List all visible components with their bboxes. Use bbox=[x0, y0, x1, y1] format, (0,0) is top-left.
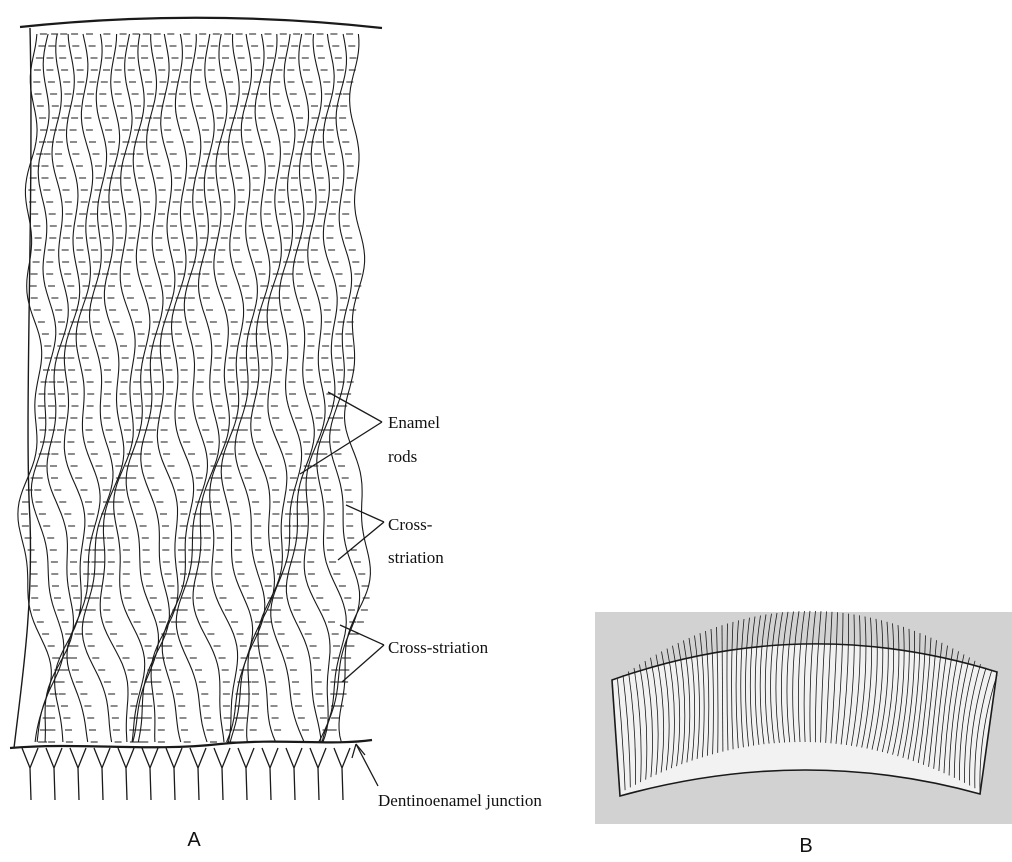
panel-b-letter: B bbox=[799, 835, 812, 857]
panel-b-photomicrograph bbox=[595, 611, 1012, 824]
enamel-rod bbox=[126, 34, 158, 742]
dentinal-tubule bbox=[166, 748, 182, 800]
enamel-rod bbox=[138, 34, 169, 742]
dentinal-tubule bbox=[142, 748, 158, 800]
enamel-rod bbox=[322, 34, 360, 742]
enamel-rod bbox=[230, 34, 265, 742]
section-left-outline bbox=[14, 28, 31, 748]
dentinoenamel-junction-line bbox=[10, 740, 372, 748]
dentinal-tubule bbox=[118, 748, 134, 800]
dentinal-tubule bbox=[262, 748, 278, 800]
rod-cross-striations bbox=[70, 34, 110, 742]
dentinal-tubules-group bbox=[22, 748, 350, 800]
enamel-rod bbox=[55, 34, 85, 742]
label-dentinoenamel-junction: Dentinoenamel junction bbox=[378, 791, 542, 810]
dentinal-tubule bbox=[214, 748, 230, 800]
enamel-rods-group bbox=[18, 34, 371, 742]
enamel-rod bbox=[45, 34, 73, 742]
enamel-surface-line bbox=[20, 18, 382, 28]
dentinal-tubule bbox=[70, 748, 86, 800]
leader-cross-striation-4 bbox=[342, 645, 384, 682]
leader-lines bbox=[300, 392, 384, 786]
dentinal-tubule bbox=[310, 748, 326, 800]
enamel-rod bbox=[304, 34, 330, 742]
label-enamel-rods-line1: Enamel bbox=[388, 413, 440, 432]
rod-cross-striations bbox=[179, 34, 217, 742]
enamel-rod bbox=[18, 34, 51, 742]
label-cross-striation-lower: Cross-striation bbox=[388, 638, 489, 657]
rod-cross-striations bbox=[58, 34, 95, 742]
label-enamel-rods-line2: rods bbox=[388, 447, 417, 466]
leader-arrowhead bbox=[352, 744, 365, 758]
dentinal-tubule bbox=[190, 748, 206, 800]
enamel-rod bbox=[193, 34, 224, 742]
enamel-rod bbox=[286, 34, 321, 742]
dentinal-tubule bbox=[286, 748, 302, 800]
panel-a-enamel-drawing bbox=[10, 18, 382, 800]
leader-dentinoenamel-junction bbox=[356, 744, 378, 786]
enamel-rod bbox=[114, 34, 145, 742]
enamel-rod bbox=[247, 34, 275, 742]
rod-cross-striations bbox=[165, 34, 203, 742]
dentinal-tubule bbox=[94, 748, 110, 800]
enamel-rod bbox=[176, 34, 207, 742]
label-cross-striation-line1: Cross- bbox=[388, 515, 433, 534]
enamel-rod bbox=[210, 34, 238, 742]
rod-cross-striations bbox=[320, 34, 356, 742]
panel-a-letter: A bbox=[187, 829, 201, 851]
dentinal-tubule bbox=[46, 748, 62, 800]
dentinal-tubule bbox=[334, 748, 350, 800]
enamel-rod bbox=[317, 34, 347, 742]
enamel-rod bbox=[258, 34, 287, 742]
rod-cross-striations bbox=[289, 34, 331, 742]
enamel-rod bbox=[339, 34, 370, 742]
dentinal-tubule bbox=[22, 748, 38, 800]
label-cross-striation-line2: striation bbox=[388, 548, 444, 567]
dentinal-tubule bbox=[238, 748, 254, 800]
enamel-rod bbox=[271, 34, 304, 742]
